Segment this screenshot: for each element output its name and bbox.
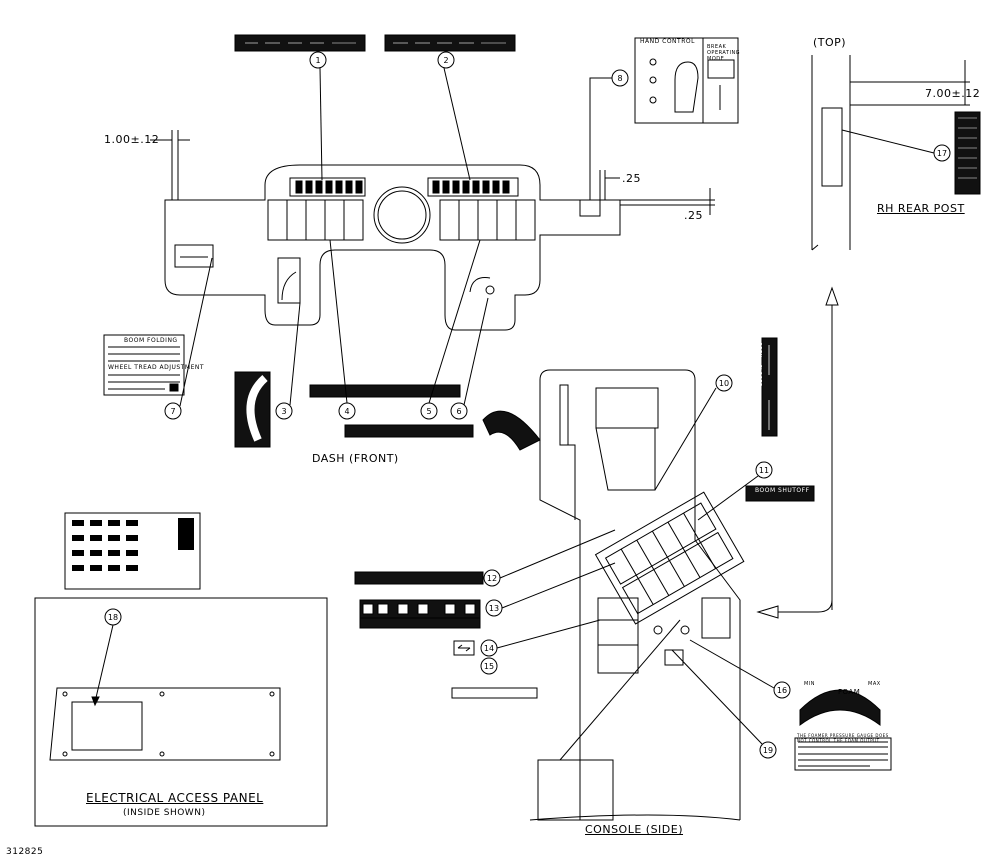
access-panel-title: ELECTRICAL ACCESS PANEL	[86, 791, 264, 805]
decal-strip-1	[234, 34, 366, 52]
dash-panel	[164, 164, 621, 331]
open-closed-label: OPEN · CLOSED	[756, 342, 762, 388]
callout-number-1: 1	[315, 56, 320, 65]
callout-2-circle	[437, 51, 455, 69]
callout-7	[164, 257, 213, 420]
callout-number-17: 17	[937, 149, 947, 158]
foam-max-label: MAX	[868, 681, 881, 687]
dimension-gap-h-label: .25	[622, 172, 641, 185]
callout-10	[654, 374, 733, 491]
hand-control-decal	[634, 37, 739, 124]
callout-15	[480, 657, 498, 675]
callout-6	[450, 297, 489, 420]
foam-warning-title: THE FOAMER PRESSURE GAUGE DOES NOT CONTR…	[797, 733, 889, 743]
callout-1-circle	[309, 51, 327, 69]
dimension-left-label: 1.00±.12	[104, 133, 160, 146]
callout-19	[671, 649, 777, 759]
fuse-decal	[64, 512, 201, 590]
dash-view-title: DASH (FRONT)	[312, 452, 399, 465]
dimension-gap-v-label: .25	[684, 209, 703, 222]
console-switch-panel	[594, 491, 745, 625]
callout-16	[689, 639, 791, 699]
callout-1-leader	[319, 67, 323, 181]
decal-14	[453, 640, 475, 656]
dimension-left	[150, 130, 190, 200]
callout-2-leader	[443, 67, 471, 181]
decal-3	[234, 371, 271, 448]
open-closed-decal	[761, 337, 778, 437]
callout-18	[91, 608, 122, 707]
foam-decal	[799, 689, 881, 726]
callout-5	[420, 239, 481, 420]
callout-14	[480, 619, 601, 657]
callout-number-16: 16	[777, 686, 787, 695]
hand-control-title: HAND CONTROL	[640, 38, 695, 45]
foam-label: FOAM	[838, 688, 861, 696]
callout-number-2: 2	[443, 56, 448, 65]
callout-number-15: 15	[484, 662, 494, 671]
callout-12	[483, 529, 616, 587]
top-view-label: (TOP)	[813, 36, 847, 49]
callout-number-19: 19	[763, 746, 773, 755]
rear-post	[811, 55, 970, 251]
callout-number-3: 3	[281, 407, 286, 416]
callout-number-18: 18	[108, 613, 118, 622]
drawing-number: 312825	[6, 847, 44, 857]
callout-11	[697, 461, 773, 521]
rear-post-title: RH REAR POST	[877, 202, 965, 215]
console-view-title: CONSOLE (SIDE)	[585, 823, 684, 836]
decal-12-strip	[354, 571, 484, 585]
access-panel-plate	[49, 687, 281, 761]
boom-shutoff-label: BOOM SHUTOFF	[755, 487, 810, 494]
callout-number-14: 14	[484, 644, 494, 653]
decal-4-strip	[309, 384, 461, 398]
callout-8	[589, 69, 629, 200]
decal-15-strip	[451, 687, 538, 699]
callout-number-13: 13	[489, 604, 499, 613]
dimension-gap	[599, 170, 715, 215]
callout-number-5: 5	[426, 407, 431, 416]
access-panel-subtitle: (INSIDE SHOWN)	[123, 808, 206, 818]
boom-folding-decal	[103, 334, 185, 396]
view-arrow	[756, 286, 839, 619]
decal-strip-2	[384, 34, 516, 52]
callout-number-6: 6	[456, 407, 461, 416]
callout-number-10: 10	[719, 379, 729, 388]
callout-number-4: 4	[344, 407, 349, 416]
decal-5-strip	[344, 424, 474, 438]
callout-number-8: 8	[617, 74, 622, 83]
hand-control-side: BREAK OPERATING MODE	[707, 44, 741, 62]
callout-3	[275, 302, 301, 420]
console	[529, 369, 741, 821]
callout-number-12: 12	[487, 574, 497, 583]
foam-warning-decal	[794, 737, 892, 771]
rear-post-decal	[954, 111, 981, 195]
boom-folding-title: BOOM FOLDING	[124, 337, 178, 344]
callout-number-11: 11	[759, 466, 769, 475]
callout-4	[329, 239, 356, 420]
decal-6-dial	[482, 410, 541, 451]
callout-number-7: 7	[170, 407, 175, 416]
decal-13-strip	[359, 599, 481, 629]
callout-13	[485, 562, 616, 617]
callout-17	[841, 129, 951, 162]
dimension-post-label: 7.00±.12	[925, 87, 981, 100]
wheel-tread-title: WHEEL TREAD ADJUSTMENT	[108, 364, 205, 371]
foam-min-label: MIN	[804, 681, 816, 687]
boom-shutoff-decal	[745, 485, 815, 502]
access-panel-frame	[34, 597, 328, 827]
